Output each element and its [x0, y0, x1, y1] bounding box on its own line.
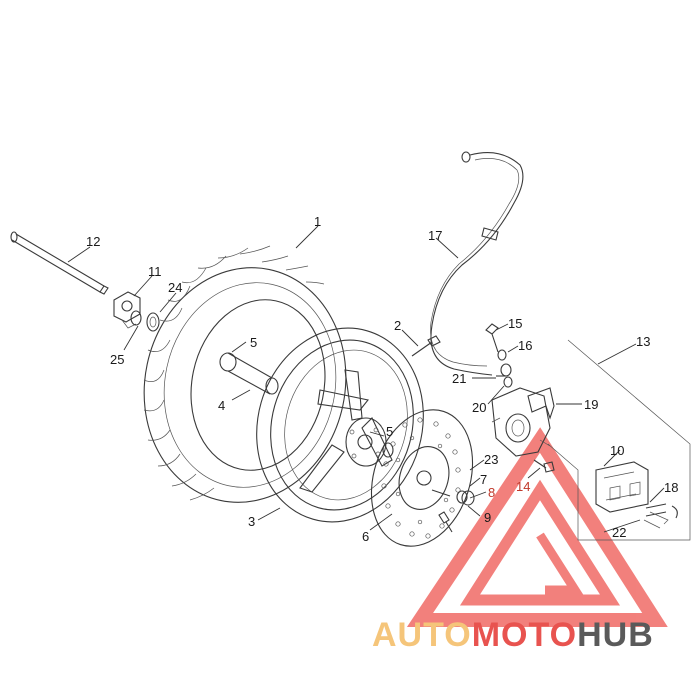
- callout-4: 4: [218, 398, 225, 413]
- callout-18: 18: [664, 480, 678, 495]
- callout-9: 9: [484, 510, 491, 525]
- leader-lines: [67, 225, 665, 533]
- disc-fasteners: [431, 489, 475, 533]
- watermark-triangle-outer: [406, 427, 668, 627]
- caliper-kit-bracket: [547, 339, 691, 541]
- wheel-bearing: [130, 310, 142, 326]
- callout-22: 22: [612, 525, 626, 540]
- callout-2: 2: [394, 318, 401, 333]
- watermark-text: AUTOMOTOHUB: [372, 616, 654, 654]
- callout-20: 20: [472, 400, 486, 415]
- brake-caliper: [491, 387, 551, 457]
- callout-24: 24: [168, 280, 182, 295]
- callout-5b: 5: [386, 424, 393, 439]
- callout-14: 14: [516, 479, 530, 494]
- wheel-rim: [256, 327, 424, 523]
- washer: [456, 490, 468, 504]
- nut: [461, 490, 475, 506]
- callout-25: 25: [110, 352, 124, 367]
- callout-5a: 5: [250, 335, 257, 350]
- svg-text:AUTOMOTOHUB: AUTOMOTOHUB: [372, 616, 654, 654]
- callout-labels: 1 2 3 4 5 5 6 7 8 9 10 11 12 13 14 15 16…: [86, 214, 678, 544]
- callout-1: 1: [314, 214, 321, 229]
- watermark-part-moto: MOTO: [472, 616, 577, 654]
- callout-21: 21: [452, 371, 466, 386]
- brake-disc: [370, 409, 474, 547]
- watermark-triangle-hook: [536, 532, 584, 595]
- callout-19: 19: [584, 397, 598, 412]
- banjo-fittings: [485, 323, 513, 388]
- watermark-triangle-inner: [459, 479, 621, 606]
- callout-3: 3: [248, 514, 255, 529]
- brake-hose: [430, 151, 524, 376]
- speedometer-drive: [113, 291, 141, 329]
- watermark-part-auto: AUTO: [372, 616, 472, 654]
- callout-15: 15: [508, 316, 522, 331]
- callout-17: 17: [428, 228, 442, 243]
- disc-bolt: [438, 511, 453, 533]
- callout-10: 10: [610, 443, 624, 458]
- caliper-bolt: [411, 335, 441, 357]
- caliper-mount-bolt: [533, 459, 555, 473]
- callout-7: 7: [480, 472, 487, 487]
- callout-16: 16: [518, 338, 532, 353]
- brake-pads: [595, 461, 649, 513]
- wheel-spacer-tube: [219, 352, 279, 395]
- callout-11: 11: [148, 264, 162, 279]
- callout-13: 13: [636, 334, 650, 349]
- callout-12: 12: [86, 234, 100, 249]
- pad-spring: [527, 387, 555, 420]
- spacer-ring: [146, 312, 160, 332]
- callout-6: 6: [362, 529, 369, 544]
- watermark-part-hub: HUB: [577, 616, 654, 654]
- tire: [143, 245, 347, 503]
- pad-pins: [643, 503, 678, 529]
- callout-8: 8: [488, 485, 495, 500]
- watermark-logo-triangle: [406, 427, 668, 627]
- wheel-axle: [10, 231, 109, 295]
- callout-23: 23: [484, 452, 498, 467]
